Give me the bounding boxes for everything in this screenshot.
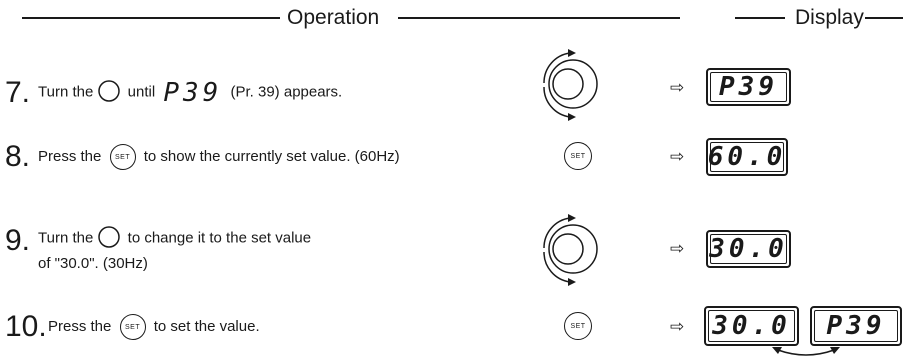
lcd-display-step-10-b: P39: [810, 306, 902, 346]
operation-header: Operation: [287, 6, 380, 29]
lcd-display-step-8-value: 60.0: [707, 142, 787, 172]
display-header-rule-right: [865, 17, 903, 19]
display-header: Display: [795, 6, 864, 29]
step-10-after: to set the value.: [153, 317, 260, 335]
step-7-number: 7.: [5, 76, 31, 109]
lcd-display-step-8: 60.0: [706, 138, 788, 176]
dial-icon: [97, 224, 123, 253]
dial-icon: [97, 78, 123, 107]
right-arrow-icon: ⇨: [670, 78, 685, 97]
step-9-text-line2: of "30.0". (30Hz): [38, 255, 148, 272]
step-9-before: Turn the: [38, 229, 94, 247]
alternating-arrow-icon: [772, 347, 840, 356]
lcd-display-step-9: 30.0: [706, 230, 791, 268]
step-9-text: Turn the to change it to the set value: [38, 224, 311, 253]
dial-icon: [543, 214, 598, 286]
step-9-after: to change it to the set value: [127, 229, 312, 247]
step-7-middle: until: [127, 83, 156, 101]
step-7-code: P39: [163, 77, 223, 108]
step-8-text: Press the SET to show the currently set …: [38, 144, 400, 170]
step-8-after: to show the currently set value. (60Hz): [143, 147, 400, 165]
step-7-text: Turn the until P39 (Pr. 39) appears.: [38, 78, 342, 107]
operation-header-rule-left: [22, 17, 280, 19]
step-10-before: Press the: [48, 317, 112, 335]
lcd-display-step-7-value: P39: [719, 72, 778, 102]
right-arrow-icon: ⇨: [670, 317, 685, 336]
set-button-icon: SET: [564, 142, 592, 170]
operation-header-rule-right: [398, 17, 680, 19]
step-8-number: 8.: [5, 140, 31, 173]
right-arrow-icon: ⇨: [670, 239, 685, 258]
lcd-display-step-10-b-value: P39: [826, 311, 886, 341]
step-10-text: Press the SET to set the value.: [48, 314, 260, 340]
step-7-before: Turn the: [38, 83, 94, 101]
right-arrow-icon: ⇨: [670, 147, 685, 166]
lcd-display-step-10-a: 30.0: [704, 306, 799, 346]
dial-icon: [543, 49, 598, 121]
lcd-display-step-10-a-value: 30.0: [712, 311, 791, 341]
set-button-icon: SET: [109, 144, 136, 170]
set-button-icon: SET: [564, 312, 592, 340]
step-7-after: (Pr. 39) appears.: [230, 83, 343, 101]
step-8-before: Press the: [38, 147, 102, 165]
lcd-display-step-9-value: 30.0: [709, 234, 788, 264]
step-9-number: 9.: [5, 224, 31, 257]
lcd-display-step-7: P39: [706, 68, 791, 106]
set-button-icon: SET: [119, 314, 146, 340]
step-10-number: 10.: [5, 310, 47, 343]
display-header-rule-left: [735, 17, 785, 19]
